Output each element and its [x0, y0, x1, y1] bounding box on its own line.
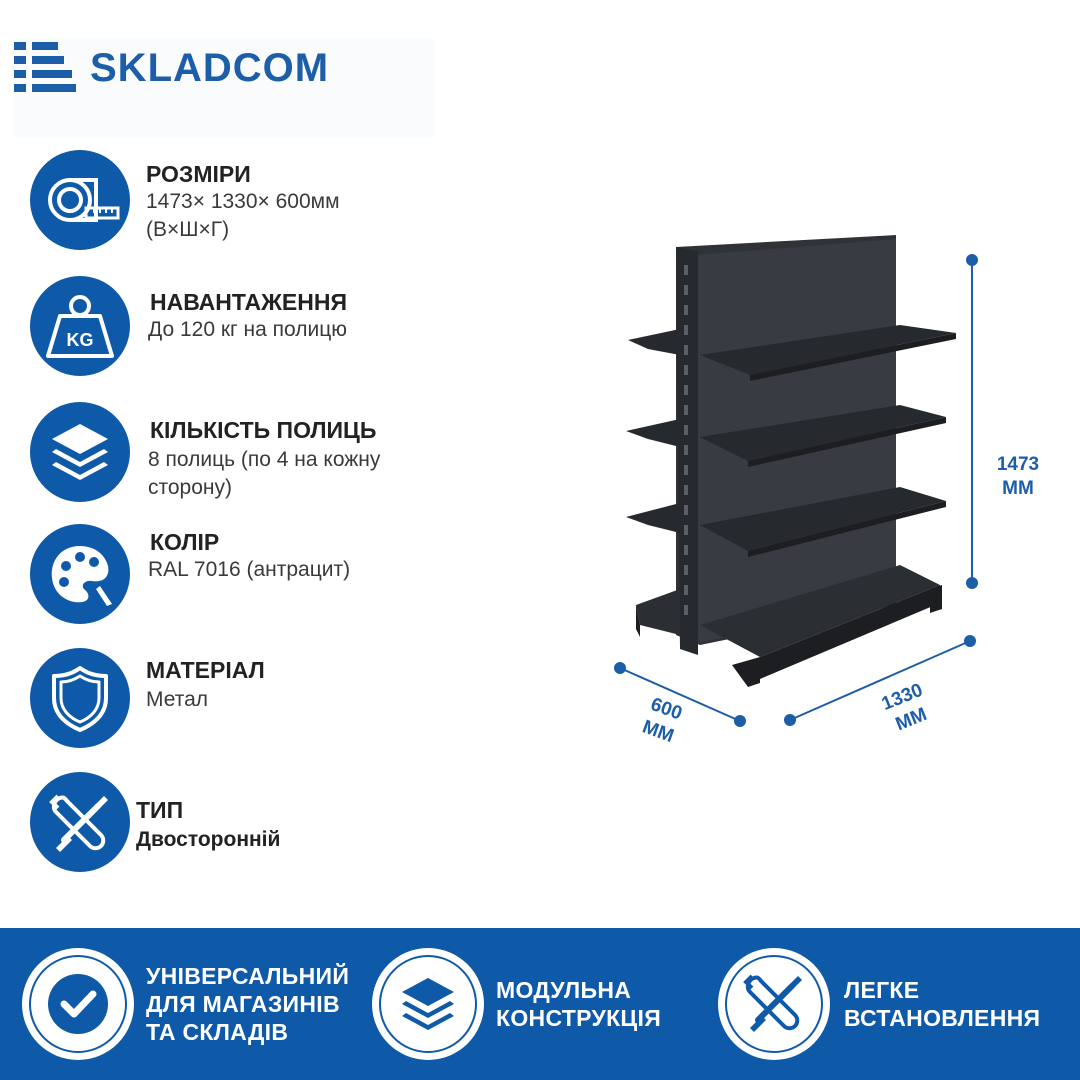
benefit-icon-circle — [22, 948, 134, 1060]
brand-name: SKLADCOM — [90, 46, 330, 90]
checkmark-icon — [29, 955, 127, 1053]
dimension-dot — [966, 254, 978, 266]
benefit-universal: УНІВЕРСАЛЬНИЙ ДЛЯ МАГАЗИНІВ ТА СКЛАДІВ — [22, 948, 362, 1060]
feature-title: НАВАНТАЖЕННЯ — [150, 289, 347, 315]
kg-weight-icon: KG — [46, 295, 114, 358]
shield-icon — [52, 666, 108, 732]
tape-measure-icon — [48, 178, 120, 222]
feature-icon-circle — [30, 772, 130, 872]
feature-material: МАТЕРІАЛ Метал — [30, 648, 550, 748]
logo-mark-icon — [14, 42, 76, 92]
product-area: 1473 ММ 1330 ММ 600 ММ — [600, 225, 1070, 765]
dimension-dot — [964, 635, 976, 647]
feature-title: КІЛЬКІСТЬ ПОЛИЦЬ — [150, 417, 377, 443]
benefit-text: ЛЕГКЕ ВСТАНОВЛЕННЯ — [844, 948, 1068, 1060]
benefit-icon-circle — [372, 948, 484, 1060]
benefit-line: ДЛЯ МАГАЗИНІВ — [146, 991, 340, 1017]
benefit-icon-circle — [718, 948, 830, 1060]
height-value: 1473 — [996, 454, 1040, 475]
layers-icon — [52, 424, 108, 480]
feature-desc: RAL 7016 (антрацит) — [148, 556, 468, 584]
feature-desc-line: (В×Ш×Г) — [146, 218, 230, 241]
feature-shelves: КІЛЬКІСТЬ ПОЛИЦЬ 8 полиць (по 4 на кожну… — [30, 402, 550, 502]
feature-desc: Метал — [146, 686, 466, 714]
dimension-dot — [614, 662, 626, 674]
palette-icon — [51, 546, 112, 606]
feature-desc: 1473× 1330× 600мм (В×Ш×Г) — [146, 188, 466, 244]
feature-dimensions: РОЗМІРИ 1473× 1330× 600мм (В×Ш×Г) — [30, 150, 550, 250]
feature-icon-circle — [30, 648, 130, 748]
feature-desc: До 120 кг на полицю — [148, 316, 468, 344]
feature-color: КОЛІР RAL 7016 (антрацит) — [30, 524, 550, 624]
feature-desc: 8 полиць (по 4 на кожну сторону) — [148, 446, 468, 502]
tools-icon — [49, 794, 108, 852]
feature-load: KG НАВАНТАЖЕННЯ До 120 кг на полицю — [30, 276, 550, 376]
feature-icon-circle: KG — [30, 276, 130, 376]
benefit-line: УНІВЕРСАЛЬНИЙ — [146, 963, 350, 989]
feature-desc-line: 1473× 1330× 600мм — [146, 190, 340, 213]
feature-desc: Двосторонній — [136, 826, 456, 854]
benefit-text: МОДУЛЬНА КОНСТРУКЦІЯ — [496, 948, 712, 1060]
benefit-line: КОНСТРУКЦІЯ — [496, 1005, 662, 1031]
dimension-dot — [734, 715, 746, 727]
dimension-dot — [784, 714, 796, 726]
height-dimension-label: 1473 ММ — [978, 453, 1058, 501]
tools-icon — [725, 955, 823, 1053]
feature-title: РОЗМІРИ — [146, 161, 251, 187]
depth-dimension-line — [619, 667, 741, 722]
shelving-unit-illustration — [614, 235, 978, 727]
feature-desc-line: RAL 7016 (антрацит) — [148, 558, 351, 581]
feature-desc-line: сторону) — [148, 476, 233, 499]
feature-type: ТИП Двосторонній — [30, 772, 550, 872]
benefit-line: ВСТАНОВЛЕННЯ — [844, 1005, 1041, 1031]
benefit-text: УНІВЕРСАЛЬНИЙ ДЛЯ МАГАЗИНІВ ТА СКЛАДІВ — [146, 948, 362, 1060]
feature-icon-circle — [30, 524, 130, 624]
feature-icon-circle — [30, 150, 130, 250]
benefit-line: ЛЕГКЕ — [844, 977, 920, 1003]
width-dimension-line — [789, 640, 971, 721]
feature-title: КОЛІР — [150, 529, 220, 555]
brand-logo: SKLADCOM — [14, 38, 434, 138]
kg-label: KG — [67, 330, 94, 350]
feature-desc-line: Метал — [146, 688, 209, 711]
feature-desc-line: До 120 кг на полицю — [148, 318, 347, 341]
dimension-dot — [966, 577, 978, 589]
back-shelves — [626, 329, 680, 637]
feature-icon-circle — [30, 402, 130, 502]
feature-desc-line: 8 полиць (по 4 на кожну — [148, 448, 381, 471]
layers-icon — [379, 955, 477, 1053]
feature-title: МАТЕРІАЛ — [146, 657, 265, 683]
benefit-installation: ЛЕГКЕ ВСТАНОВЛЕННЯ — [718, 948, 1068, 1060]
benefit-line: ТА СКЛАДІВ — [146, 1019, 289, 1045]
front-shelves — [700, 325, 956, 687]
benefits-banner: УНІВЕРСАЛЬНИЙ ДЛЯ МАГАЗИНІВ ТА СКЛАДІВ М… — [0, 928, 1080, 1080]
feature-title: ТИП — [136, 797, 184, 823]
benefit-modular: МОДУЛЬНА КОНСТРУКЦІЯ — [372, 948, 712, 1060]
height-unit: ММ — [1002, 478, 1034, 499]
benefit-line: МОДУЛЬНА — [496, 977, 632, 1003]
feature-desc-line: Двосторонній — [136, 828, 281, 851]
